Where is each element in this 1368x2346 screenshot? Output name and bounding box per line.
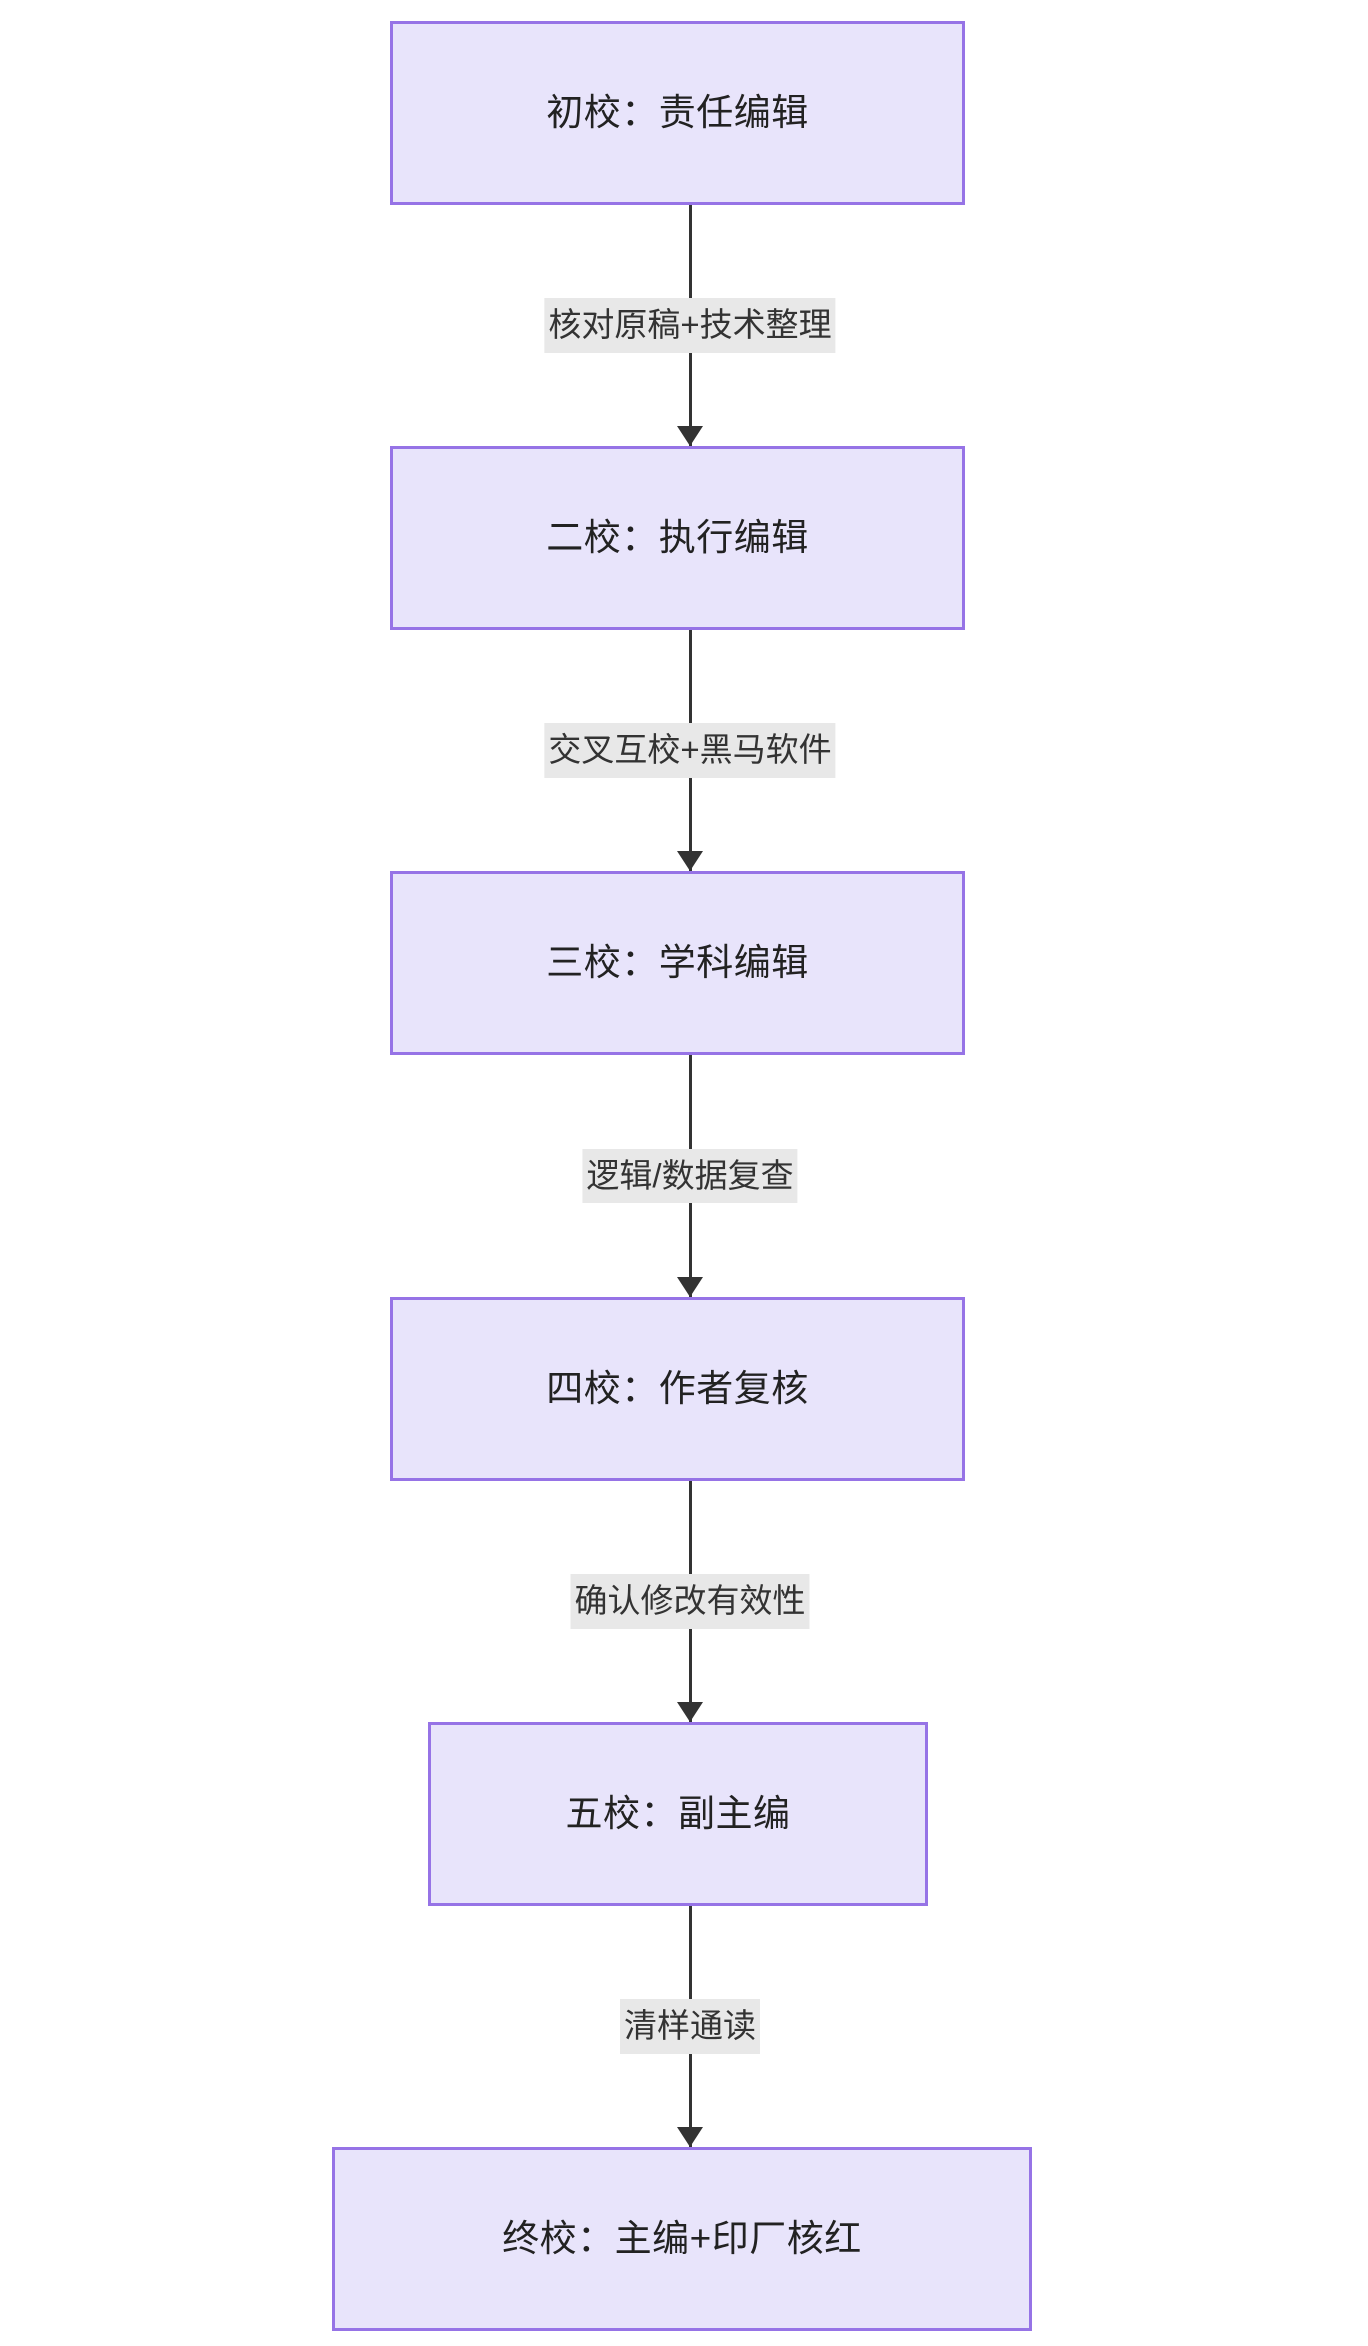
flow-node-label: 三校：学科编辑 — [546, 942, 809, 984]
flow-node-n3[interactable]: 三校：学科编辑 — [390, 871, 965, 1056]
flow-edge-arrow-e1 — [677, 426, 703, 447]
flow-node-label: 五校：副主编 — [565, 1792, 791, 1834]
flow-node-n2[interactable]: 二校：执行编辑 — [390, 446, 965, 631]
flow-node-n4[interactable]: 四校：作者复核 — [390, 1296, 965, 1481]
flow-node-label: 初校：责任编辑 — [546, 91, 809, 133]
flow-edge-label-e5: 清样通读 — [620, 1998, 760, 2054]
flow-edge-arrow-e2 — [677, 851, 703, 872]
flow-node-label: 二校：执行编辑 — [546, 517, 809, 559]
flow-node-n5[interactable]: 五校：副主编 — [428, 1721, 928, 1906]
flow-node-n1[interactable]: 初校：责任编辑 — [390, 21, 965, 206]
flow-edge-label-e2: 交叉互校+黑马软件 — [544, 723, 836, 779]
flow-node-label: 四校：作者复核 — [546, 1367, 809, 1409]
flow-node-n6[interactable]: 终校：主编+印厂核红 — [332, 2146, 1032, 2331]
flow-edge-arrow-e5 — [677, 2126, 703, 2147]
flow-edge-label-e3: 逻辑/数据复查 — [582, 1148, 798, 1204]
flow-edge-label-e1: 核对原稿+技术整理 — [544, 298, 836, 354]
flow-edge-arrow-e3 — [677, 1276, 703, 1297]
flow-node-label: 终校：主编+印厂核红 — [502, 2217, 862, 2259]
flow-edge-label-e4: 确认修改有效性 — [570, 1573, 810, 1629]
flow-edge-arrow-e4 — [677, 1701, 703, 1722]
